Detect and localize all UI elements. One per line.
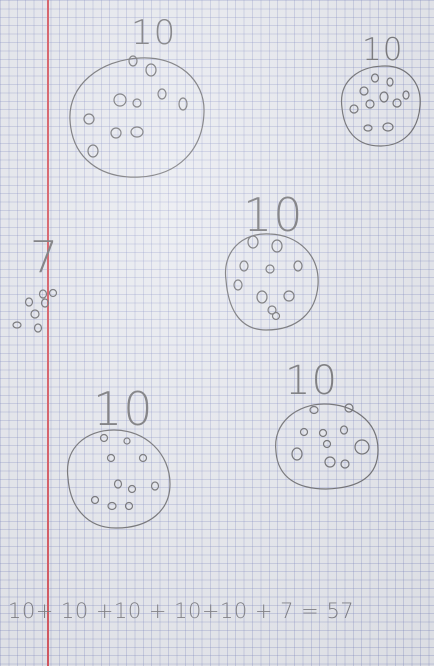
chocolate-chips [92,435,159,510]
cookie-2-count: 10 [362,35,403,66]
chocolate-chips [13,290,57,333]
cookie-4 [13,290,57,333]
chocolate-chips [84,56,187,157]
cookie-outline [68,430,170,528]
chocolate-chips [350,74,409,131]
cookie-2 [342,66,421,146]
cookie-6-count: 10 [285,361,338,401]
cookie-outline [70,58,204,177]
sum-equation: 10+ 10 +10 + 10+10 + 7 = 57 [8,599,354,623]
cookie-3-count: 10 [243,192,304,238]
cookie-outline [276,404,378,489]
cookie-1 [70,56,204,177]
cookie-outline [342,66,421,146]
chocolate-chips [234,236,302,320]
cookie-4-count: 7 [30,236,59,280]
cookie-5 [68,430,170,528]
cookie-1-count: 10 [131,16,176,50]
cookie-3 [225,234,318,330]
cookie-6 [276,404,378,489]
cookie-5-count: 10 [93,386,154,432]
